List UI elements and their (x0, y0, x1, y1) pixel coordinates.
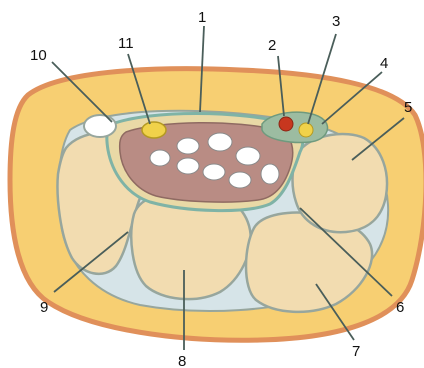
tendon-6 (203, 164, 225, 180)
label-9: 9 (40, 299, 48, 316)
label-4: 4 (380, 55, 388, 72)
nerve-11 (142, 122, 166, 138)
tendon-2 (208, 133, 232, 151)
tendon-8 (261, 164, 279, 184)
label-11: 11 (118, 35, 134, 52)
tendon-1 (177, 138, 199, 154)
tendon-7 (229, 172, 251, 188)
tendon-5 (177, 158, 199, 174)
bone-5 (293, 134, 387, 232)
structure-10 (84, 115, 116, 137)
label-7: 7 (352, 343, 360, 360)
label-8: 8 (178, 353, 186, 368)
label-3: 3 (332, 13, 340, 30)
tendon-4 (150, 150, 170, 166)
label-1: 1 (198, 9, 206, 26)
tendon-3 (236, 147, 260, 165)
artery-2 (279, 117, 293, 131)
nerve-3 (299, 123, 313, 137)
label-10: 10 (30, 47, 47, 64)
label-2: 2 (268, 37, 276, 54)
label-5: 5 (404, 99, 412, 116)
ulnar-bundle (262, 112, 328, 142)
label-6: 6 (396, 299, 404, 316)
